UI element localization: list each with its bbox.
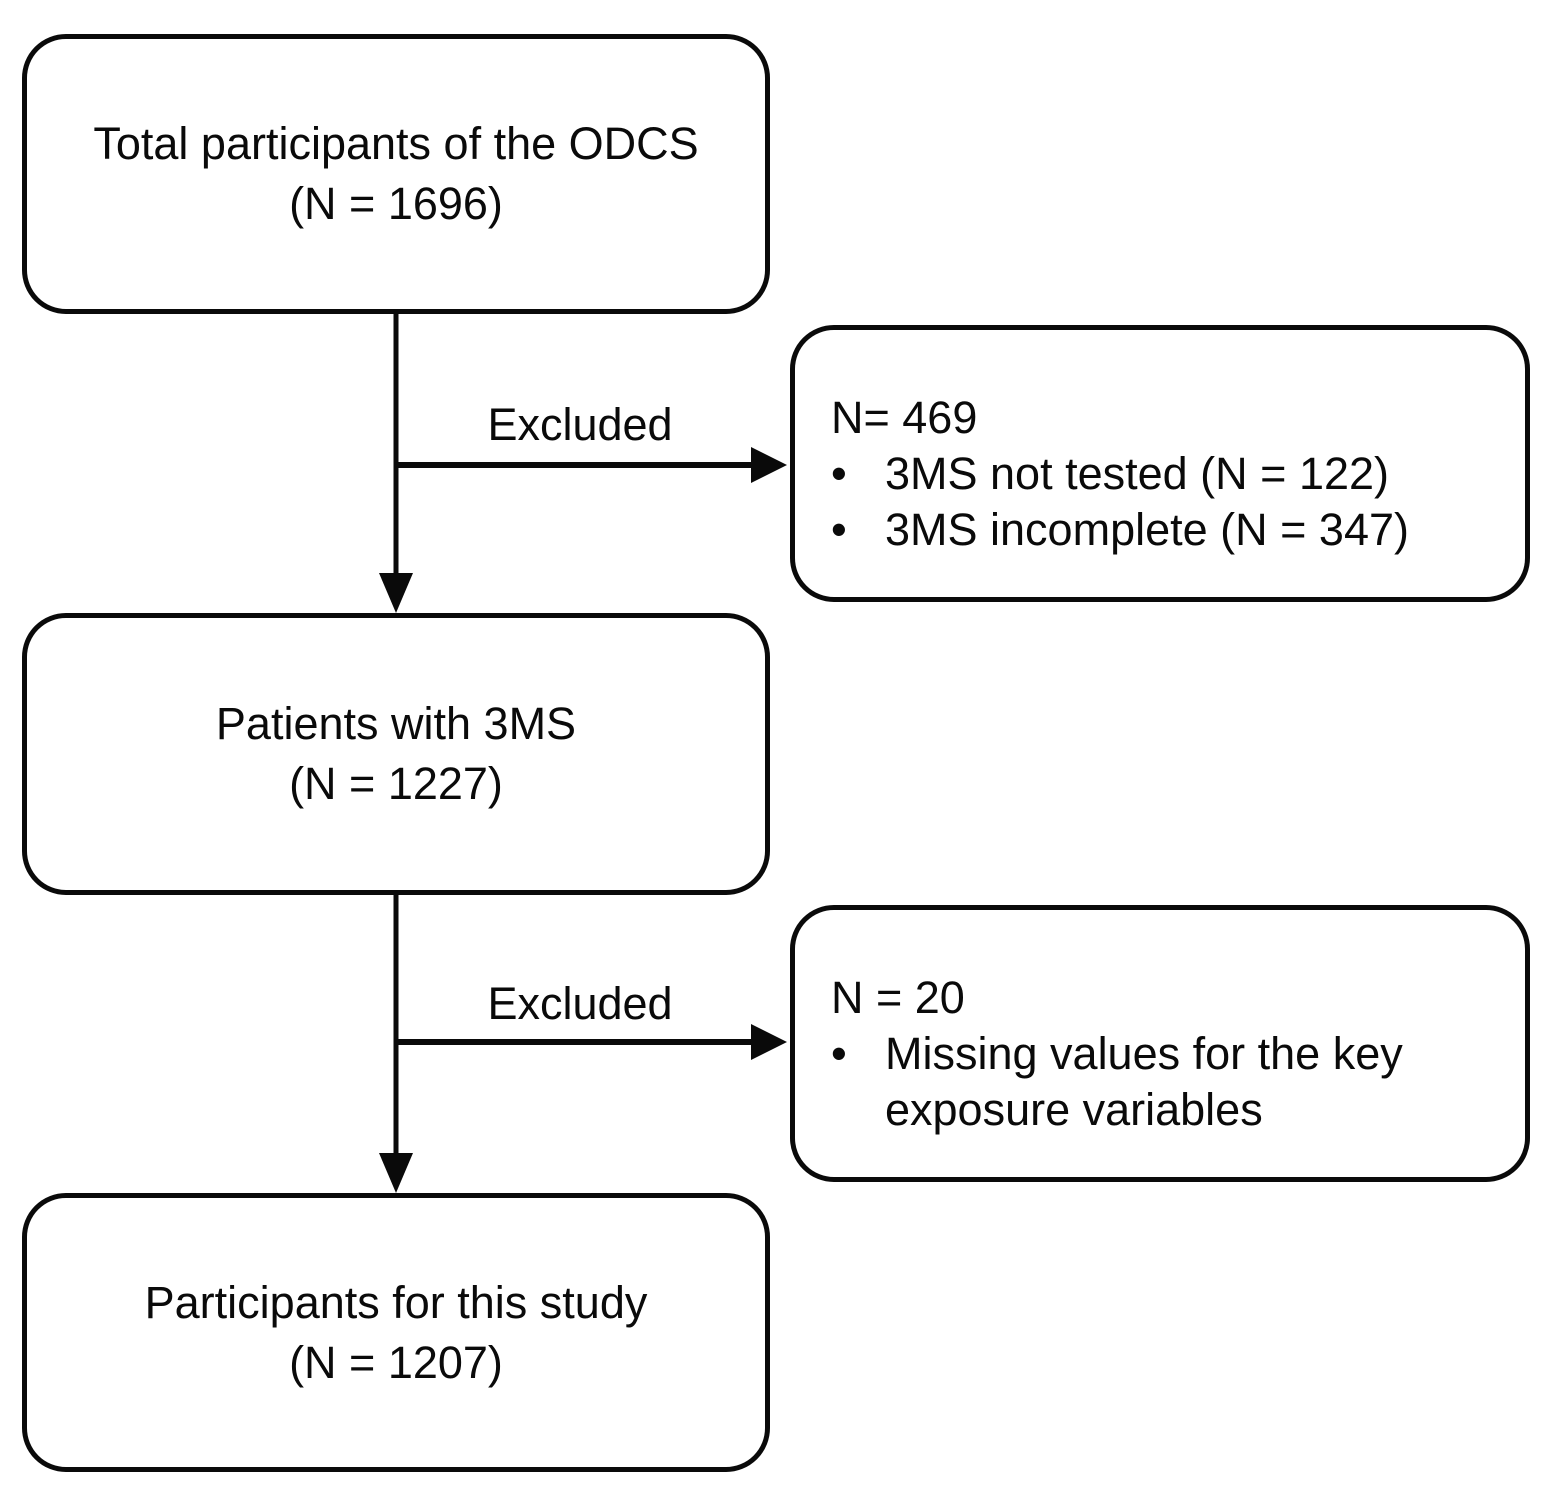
arrow-right-excluded-2 xyxy=(396,1024,787,1060)
box-patients-with-3ms-line1: Patients with 3MS xyxy=(215,698,577,749)
box-total-participants: Total participants of the ODCS (N = 1696… xyxy=(22,34,770,314)
excluded-2-item-1: • Missing values for the key exposure va… xyxy=(831,1026,1497,1138)
box-excluded-1: N= 469 • 3MS not tested (N = 122) • 3MS … xyxy=(790,325,1530,602)
excluded-2-item-1-text: Missing values for the key exposure vari… xyxy=(885,1028,1403,1135)
bullet-icon: • xyxy=(831,448,847,499)
box-study-participants: Participants for this study (N = 1207) xyxy=(22,1193,770,1472)
box-excluded-2: N = 20 • Missing values for the key expo… xyxy=(790,905,1530,1182)
excluded-1-item-1-text: 3MS not tested (N = 122) xyxy=(885,448,1390,499)
box-study-participants-line1: Participants for this study xyxy=(144,1276,648,1328)
arrow-down-1 xyxy=(379,314,413,613)
box-patients-with-3ms: Patients with 3MS (N = 1227) xyxy=(22,613,770,895)
arrow-right-excluded-1 xyxy=(396,447,787,483)
excluded-1-item-1: • 3MS not tested (N = 122) xyxy=(831,446,1497,502)
excluded-label-1: Excluded xyxy=(487,399,673,450)
excluded-1-count: N= 469 xyxy=(831,392,978,443)
excluded-2-count: N = 20 xyxy=(831,972,965,1023)
excluded-label-2: Excluded xyxy=(487,978,673,1029)
excluded-1-item-2: • 3MS incomplete (N = 347) xyxy=(831,502,1497,558)
box-study-participants-count: (N = 1207) xyxy=(289,1336,503,1388)
bullet-icon: • xyxy=(831,1028,847,1079)
box-total-participants-line1: Total participants of the ODCS xyxy=(93,118,699,169)
excluded-1-item-2-text: 3MS incomplete (N = 347) xyxy=(885,504,1409,555)
arrow-down-2 xyxy=(379,895,413,1193)
bullet-icon: • xyxy=(831,504,847,555)
box-patients-with-3ms-count: (N = 1227) xyxy=(289,758,503,809)
box-total-participants-count: (N = 1696) xyxy=(289,178,503,229)
